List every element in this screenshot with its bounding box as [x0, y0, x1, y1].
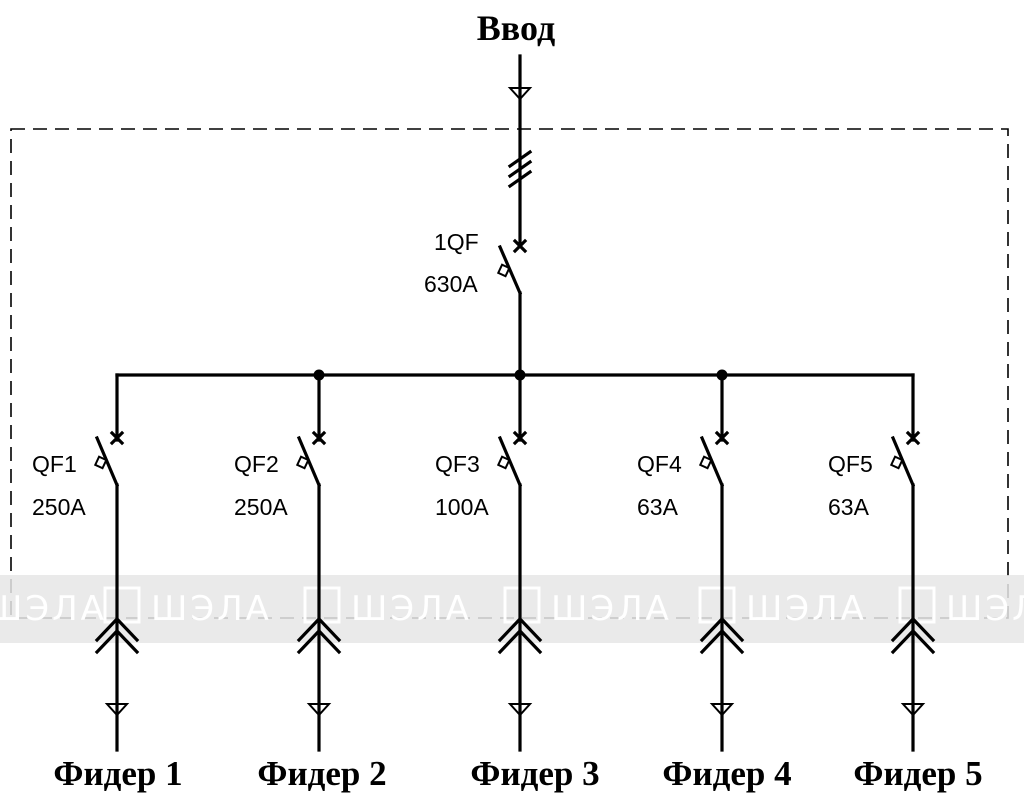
breaker-id: QF5 — [828, 451, 873, 477]
watermark-band — [0, 575, 1024, 643]
plug-connector-icon — [890, 616, 936, 655]
plug-connector-icon — [94, 616, 140, 655]
svg-text:ШЭЛА: ШЭЛА — [0, 589, 107, 629]
watermark-logo: ШЭЛА — [0, 589, 107, 629]
watermark-logo: ШЭЛА — [698, 586, 867, 629]
feeder-label: Фидер 1 — [53, 754, 182, 793]
breaker-contact-x-icon — [512, 430, 528, 446]
feeder-4: QF4 63A Фидер 4 — [637, 373, 792, 793]
watermark-logo: ШЭЛА — [103, 586, 272, 629]
breaker-rating: 100A — [435, 494, 489, 520]
plug-connector-icon — [497, 616, 543, 655]
thermal-release-icon — [889, 455, 904, 470]
feeder-5: QF5 63A Фидер 5 — [828, 373, 983, 793]
watermark: ШЭЛА ШЭЛА ШЭЛА ШЭЛА ШЭЛА ШЭЛА — [0, 575, 1024, 643]
three-phase-marker-icon — [507, 149, 533, 189]
cable-terminal-icon — [900, 703, 926, 717]
svg-text:ШЭЛА: ШЭЛА — [746, 589, 867, 629]
cable-terminal-icon — [104, 703, 130, 717]
breaker-blade-icon — [699, 435, 725, 488]
thermal-release-icon — [93, 455, 108, 470]
input-line — [507, 54, 533, 244]
breaker-blade-icon — [94, 435, 120, 488]
svg-text:ШЭЛА: ШЭЛА — [351, 589, 472, 629]
watermark-logo: ШЭЛА — [303, 586, 472, 629]
feeder-label: Фидер 2 — [257, 754, 386, 793]
feeder-3: QF3 100A Фидер 3 — [435, 373, 600, 793]
feeder-label: Фидер 5 — [853, 754, 982, 793]
breaker-blade-icon — [497, 244, 523, 296]
thermal-release-icon — [698, 455, 713, 470]
breaker-rating: 250A — [32, 494, 86, 520]
svg-text:ШЭЛА: ШЭЛА — [946, 589, 1024, 629]
breaker-contact-x-icon — [311, 430, 327, 446]
svg-text:ШЭЛА: ШЭЛА — [151, 589, 272, 629]
cable-terminal-icon — [507, 87, 533, 101]
breaker-contact-x-icon — [512, 238, 528, 254]
breaker-id: QF4 — [637, 451, 682, 477]
breaker-blade-icon — [890, 435, 916, 488]
thermal-release-icon — [295, 455, 310, 470]
breaker-id: QF3 — [435, 451, 480, 477]
breaker-blade-icon — [296, 435, 322, 488]
breaker-rating: 63A — [828, 494, 870, 520]
watermark-logo: ШЭЛА — [898, 586, 1024, 629]
breaker-rating: 250A — [234, 494, 288, 520]
feeder-label: Фидер 3 — [470, 754, 599, 793]
cable-terminal-icon — [507, 703, 533, 717]
breaker-id: QF1 — [32, 451, 77, 477]
feeder-1: QF1 250A Фидер 1 — [32, 373, 183, 793]
breaker-id: QF2 — [234, 451, 279, 477]
cable-terminal-icon — [306, 703, 332, 717]
thermal-release-icon — [496, 263, 511, 278]
input-title: Ввод — [477, 8, 555, 48]
breaker-blade-icon — [497, 435, 523, 488]
plug-connector-icon — [699, 616, 745, 655]
breaker-contact-x-icon — [714, 430, 730, 446]
main-breaker-rating: 630A — [424, 271, 478, 297]
svg-text:ШЭЛА: ШЭЛА — [551, 589, 672, 629]
plug-connector-icon — [296, 616, 342, 655]
breaker-contact-x-icon — [109, 430, 125, 446]
cable-terminal-icon — [709, 703, 735, 717]
main-breaker-id: 1QF — [434, 229, 479, 255]
breaker-rating: 63A — [637, 494, 679, 520]
feeder-2: QF2 250A Фидер 2 — [234, 373, 387, 793]
breaker-contact-x-icon — [905, 430, 921, 446]
main-breaker-1qf: 1QF 630A — [424, 229, 528, 377]
thermal-release-icon — [496, 455, 511, 470]
feeder-label: Фидер 4 — [662, 754, 791, 793]
